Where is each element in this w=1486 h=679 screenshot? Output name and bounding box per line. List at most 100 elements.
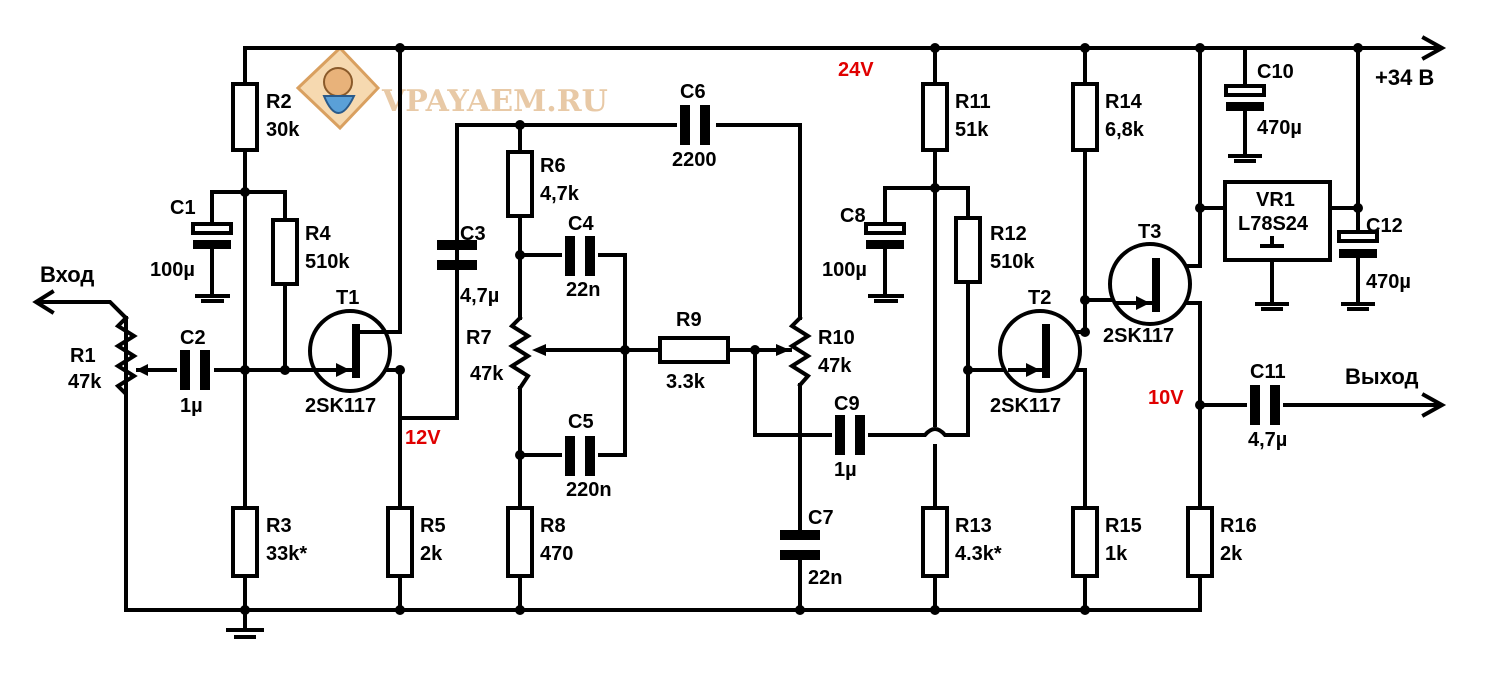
R14-ref: R14 <box>1105 91 1143 113</box>
rail-voltage: 24V <box>838 59 874 81</box>
R9-ref: R9 <box>676 309 702 331</box>
R15-ref: R15 <box>1105 515 1142 537</box>
jfet-T2 <box>998 309 1082 393</box>
T2-ref: T2 <box>1028 287 1051 309</box>
ground-icon <box>195 294 230 303</box>
C6-ref: C6 <box>680 81 706 103</box>
watermark-text: VPAYAEM.RU <box>381 84 608 119</box>
capacitor-C8 <box>864 222 906 249</box>
regulator-VR1 <box>1223 180 1332 262</box>
C10-ref: C10 <box>1257 61 1294 83</box>
R10-value: 47k <box>818 355 852 377</box>
R8-value: 470 <box>540 543 573 565</box>
resistor-R12 <box>954 216 982 284</box>
resistor-R11 <box>921 82 949 152</box>
R15-value: 1k <box>1105 543 1128 565</box>
potentiometer-R1 <box>114 315 152 412</box>
resistor-R13 <box>921 506 949 578</box>
R12-value: 510k <box>990 251 1035 273</box>
R16-ref: R16 <box>1220 515 1257 537</box>
potentiometer-R7 <box>508 315 546 391</box>
t3-source-voltage: 10V <box>1148 387 1184 409</box>
labels: Вход Выход +34 В 24V 12V 10V R1 47k R2 3… <box>40 59 1434 589</box>
R16-value: 2k <box>1220 543 1243 565</box>
resistor-R3 <box>231 506 259 578</box>
C3-ref: C3 <box>460 223 486 245</box>
ground-icon <box>1228 154 1262 163</box>
C9-value: 1µ <box>834 459 857 481</box>
transistors <box>308 242 1192 393</box>
watermark-logo: VPAYAEM.RU <box>295 45 608 131</box>
R4-ref: R4 <box>305 223 331 245</box>
C9-ref: C9 <box>834 393 860 415</box>
T3-value: 2SK117 <box>1103 325 1174 347</box>
C7-value: 22n <box>808 567 842 589</box>
capacitor-C5 <box>565 436 595 476</box>
R10-ref: R10 <box>818 327 855 349</box>
T1-ref: T1 <box>336 287 359 309</box>
jfet-T3 <box>1108 242 1192 326</box>
R9-value: 3.3k <box>666 371 706 393</box>
capacitor-C6 <box>680 105 710 145</box>
T3-ref: T3 <box>1138 221 1161 243</box>
R7-value: 47k <box>470 363 504 385</box>
C1-value: 100µ <box>150 259 195 281</box>
VR1-ref: VR1 <box>1256 189 1295 211</box>
port-arrows <box>32 35 1447 418</box>
jfet-T1 <box>308 309 402 393</box>
R5-ref: R5 <box>420 515 446 537</box>
R6-value: 4,7k <box>540 183 580 205</box>
resistor-R6 <box>506 150 534 218</box>
C11-ref: C11 <box>1250 361 1286 383</box>
C10-value: 470µ <box>1257 117 1302 139</box>
R11-ref: R11 <box>955 91 991 113</box>
potentiometer-R10 <box>776 315 812 388</box>
potentiometers <box>114 315 812 412</box>
capacitor-C12 <box>1337 230 1379 258</box>
resistor-R2 <box>231 82 259 152</box>
resistor-R14 <box>1071 82 1099 152</box>
resistors <box>231 82 1214 578</box>
resistor-R5 <box>386 506 414 578</box>
R5-value: 2k <box>420 543 443 565</box>
R2-value: 30k <box>266 119 300 141</box>
R7-ref: R7 <box>466 327 492 349</box>
VR1-value: L78S24 <box>1238 213 1309 235</box>
C12-value: 470µ <box>1366 271 1411 293</box>
C8-value: 100µ <box>822 259 867 281</box>
C12-ref: C12 <box>1366 215 1403 237</box>
R2-ref: R2 <box>266 91 292 113</box>
output-label: Выход <box>1345 364 1419 389</box>
R1-value: 47k <box>68 371 102 393</box>
R8-ref: R8 <box>540 515 566 537</box>
capacitor-C11 <box>1250 385 1280 425</box>
R13-ref: R13 <box>955 515 992 537</box>
C11-value: 4,7µ <box>1248 429 1287 451</box>
supply-label: +34 В <box>1375 65 1434 90</box>
input-arrow-icon <box>32 289 55 315</box>
R12-ref: R12 <box>990 223 1027 245</box>
output-arrow-icon <box>1421 392 1447 418</box>
resistor-R4 <box>271 218 299 286</box>
resistor-R8 <box>506 506 534 578</box>
ground-icon <box>226 628 264 639</box>
capacitor-C3 <box>437 240 477 270</box>
t1-drain-voltage: 12V <box>405 427 441 449</box>
R4-value: 510k <box>305 251 350 273</box>
C4-value: 22n <box>566 279 600 301</box>
R13-value: 4.3k* <box>955 543 1002 565</box>
R3-ref: R3 <box>266 515 292 537</box>
capacitor-C9 <box>835 415 865 455</box>
C1-ref: C1 <box>170 197 196 219</box>
C5-ref: C5 <box>568 411 594 433</box>
capacitor-C1 <box>191 222 233 249</box>
R6-ref: R6 <box>540 155 566 177</box>
C5-value: 220n <box>566 479 612 501</box>
resistor-R9 <box>658 336 730 364</box>
T2-value: 2SK117 <box>990 395 1061 417</box>
C2-value: 1µ <box>180 395 203 417</box>
capacitor-C4 <box>565 236 595 276</box>
R1-ref: R1 <box>70 345 96 367</box>
R3-value: 33k* <box>266 543 307 565</box>
